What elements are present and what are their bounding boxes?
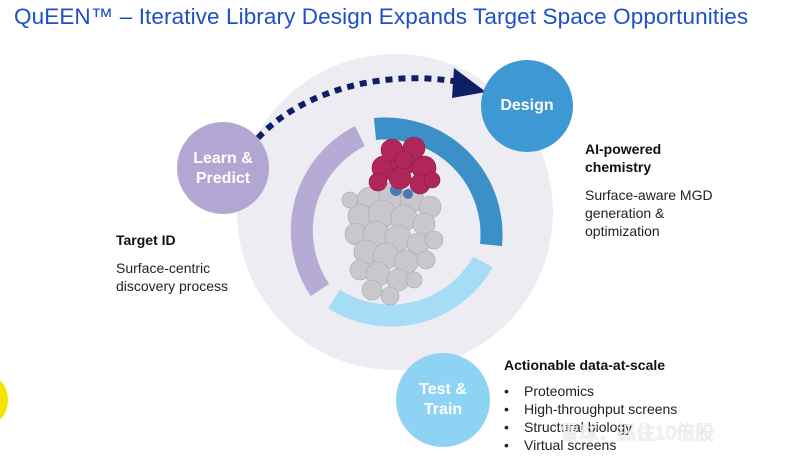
test-node-label: Test & Train — [419, 381, 467, 418]
list-item: •Structural biology — [504, 419, 633, 435]
yellow-edge-mark — [0, 378, 8, 422]
ai-chemistry-heading: AI-powered chemistry — [585, 141, 662, 175]
list-item: •High-throughput screens — [504, 401, 678, 417]
design-node-label: Design — [500, 97, 554, 114]
ring-arc-design — [373, 117, 503, 247]
design-node-circle — [481, 60, 573, 152]
watermark-text: 雪球：抓住10倍股 — [560, 423, 715, 444]
test-node-circle — [396, 353, 490, 447]
dotted-arrow — [255, 75, 471, 141]
actionable-heading: Actionable data-at-scale — [504, 357, 666, 373]
arrow-head — [452, 68, 486, 98]
protein-illustration — [341, 136, 444, 306]
ai-chemistry-body: Surface-aware MGD generation & optimizat… — [585, 187, 713, 239]
learn-node-label: Learn & Predict — [193, 150, 253, 187]
page-title: QuEEN™ – Iterative Library Design Expand… — [14, 4, 749, 29]
target-id-body: Surface-centric discovery process — [116, 260, 229, 294]
target-id-heading: Target ID — [116, 232, 176, 248]
list-item: •Virtual screens — [504, 437, 617, 453]
learn-node-circle — [177, 122, 269, 214]
list-item: •Proteomics — [504, 383, 595, 399]
ring-arc-learn — [290, 126, 366, 297]
actionable-list: •Proteomics •High-throughput screens •St… — [504, 382, 677, 454]
ring-arc-test — [328, 256, 493, 327]
